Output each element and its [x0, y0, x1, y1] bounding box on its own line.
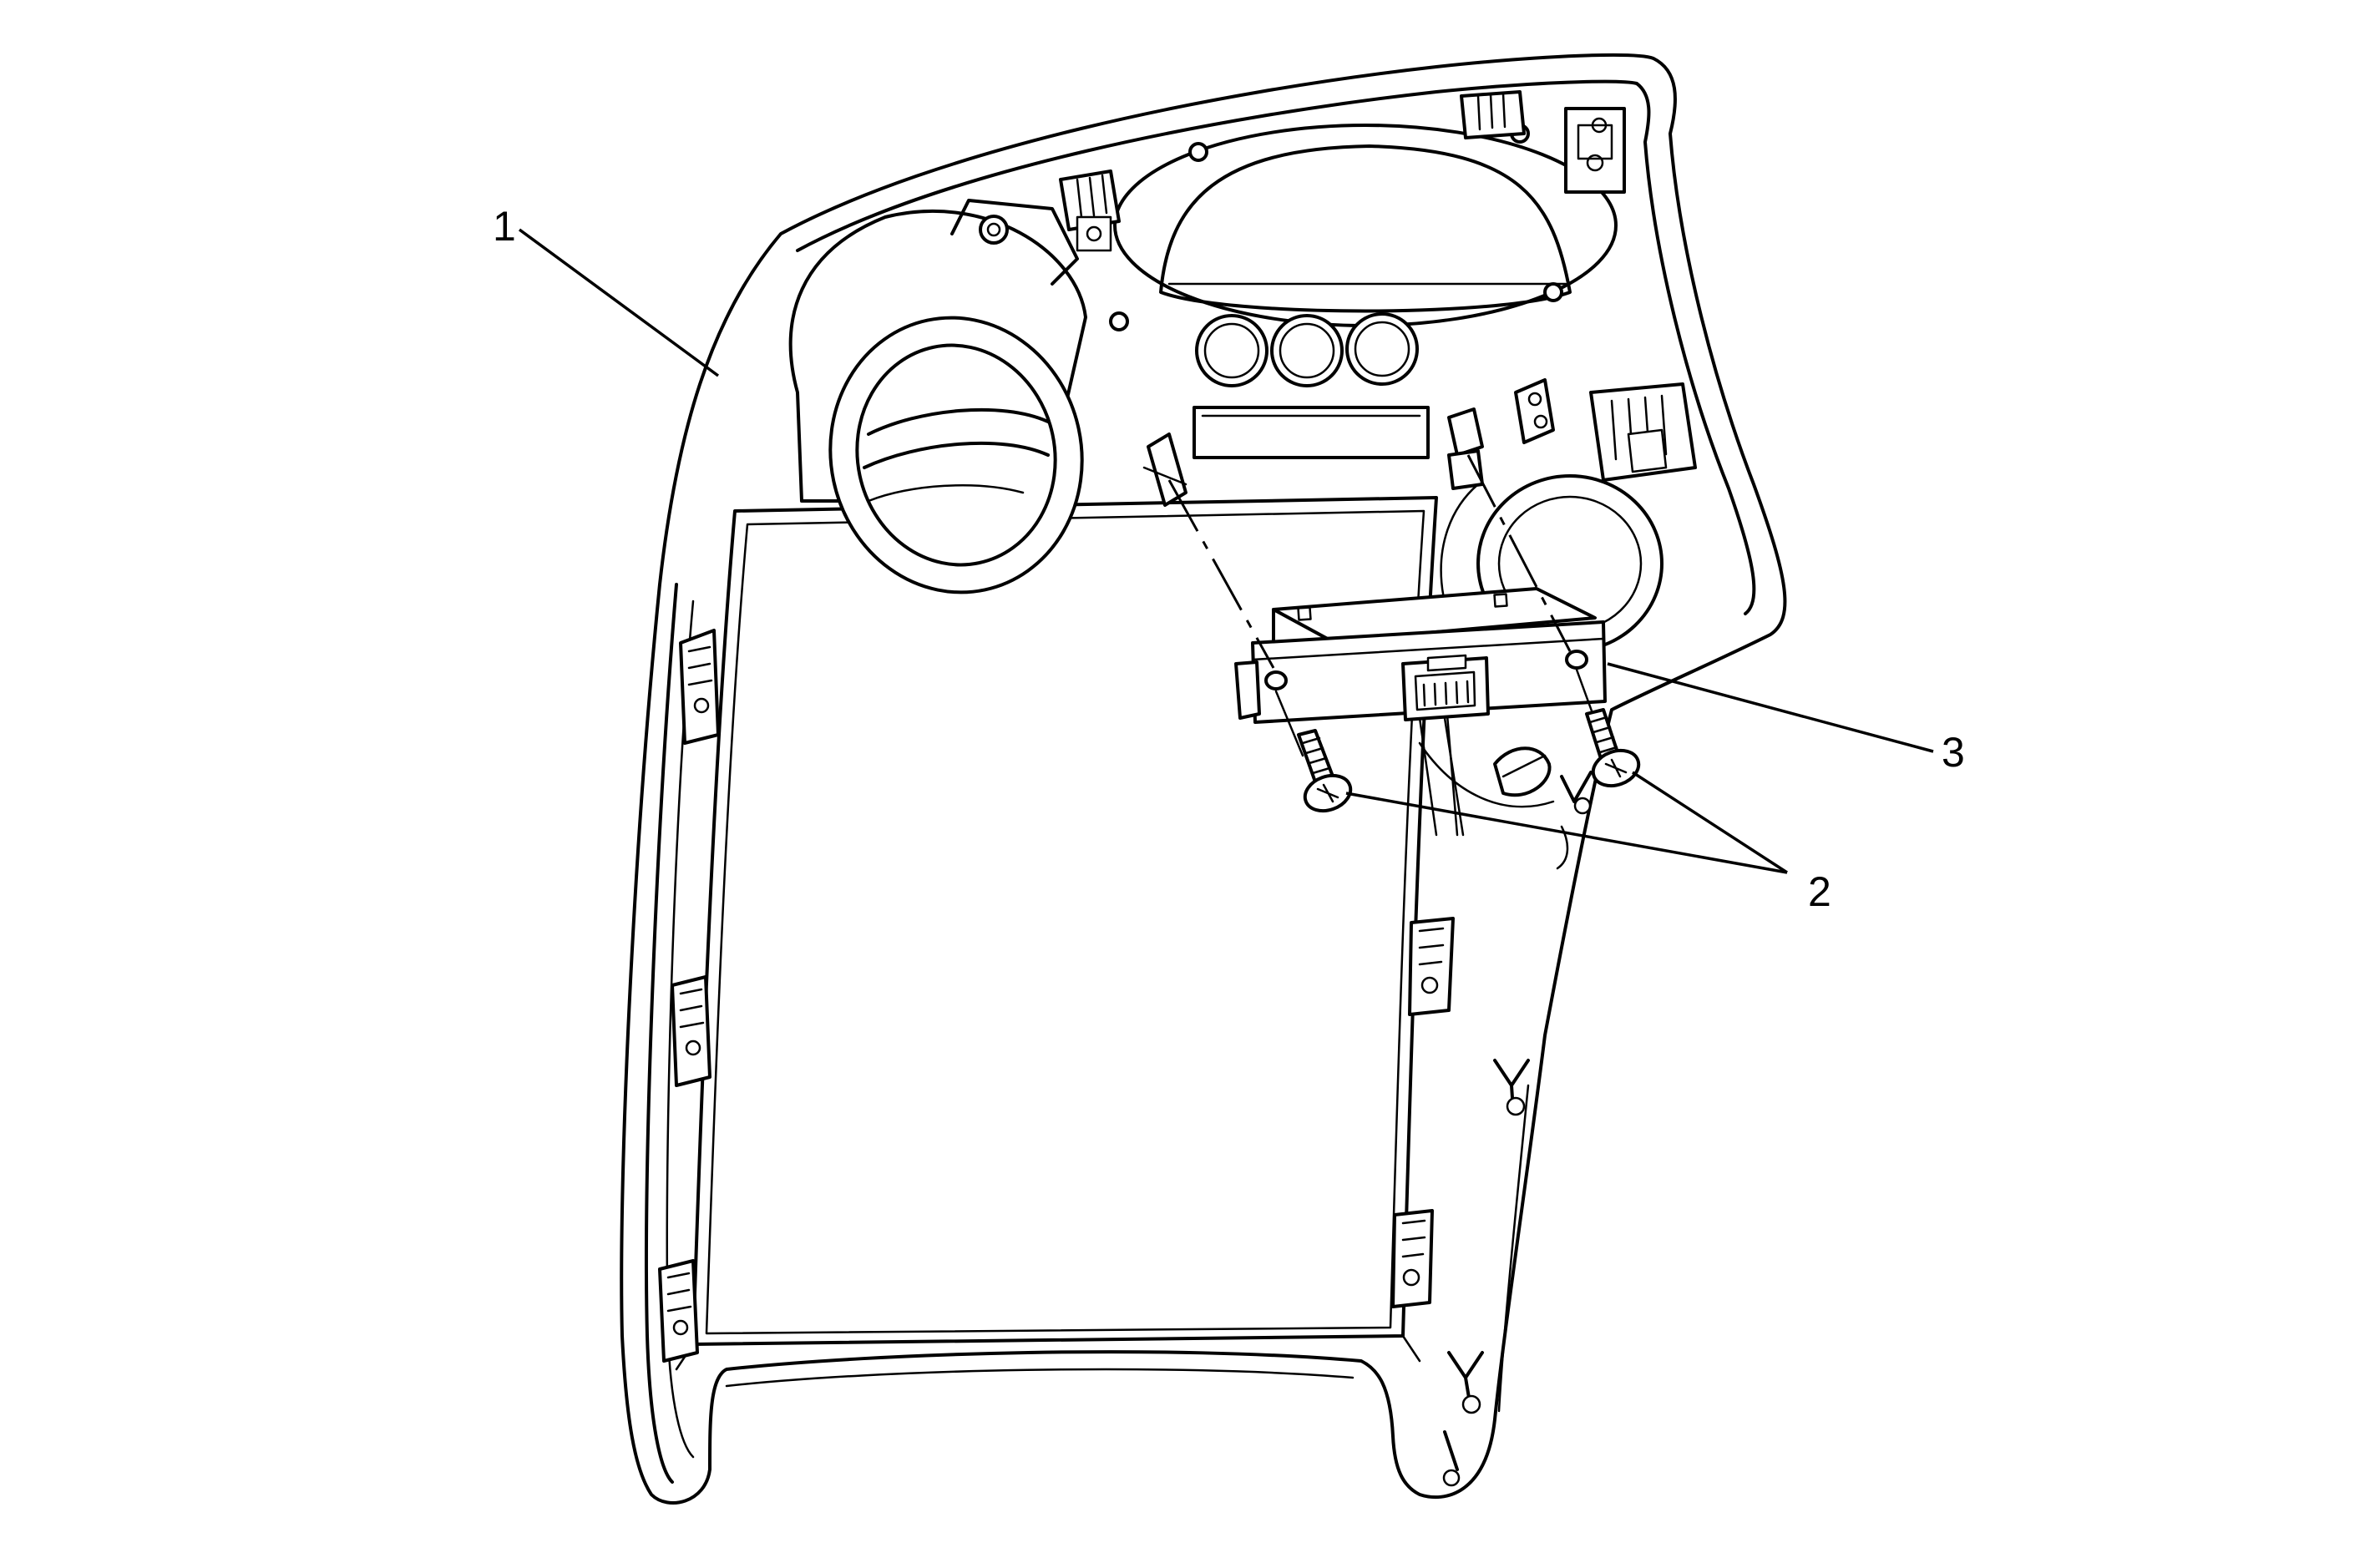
leader-2a [1345, 792, 1788, 874]
right-edge-clips [1391, 917, 1530, 1487]
gauge-holes [1195, 312, 1419, 387]
callout-3: 3 [1942, 729, 1965, 776]
module-mounting-tabs [1142, 407, 1484, 507]
left-edge-clips [658, 629, 720, 1363]
screws [1297, 708, 1641, 813]
cluster-opening [1109, 124, 1618, 331]
screw-left [1297, 729, 1353, 813]
leader-1 [518, 228, 720, 377]
top-clips [1059, 90, 1626, 252]
callout-labels: 1 2 3 [493, 203, 1965, 915]
leader-3 [1607, 662, 1934, 753]
leader-lines [518, 228, 1934, 874]
callout-2: 2 [1808, 868, 1831, 915]
air-vent [788, 199, 1087, 594]
leader-2b [1632, 771, 1788, 874]
control-module [1234, 587, 1607, 724]
screw-right [1585, 708, 1641, 788]
display-window [1193, 406, 1430, 459]
callout-1: 1 [493, 203, 516, 250]
